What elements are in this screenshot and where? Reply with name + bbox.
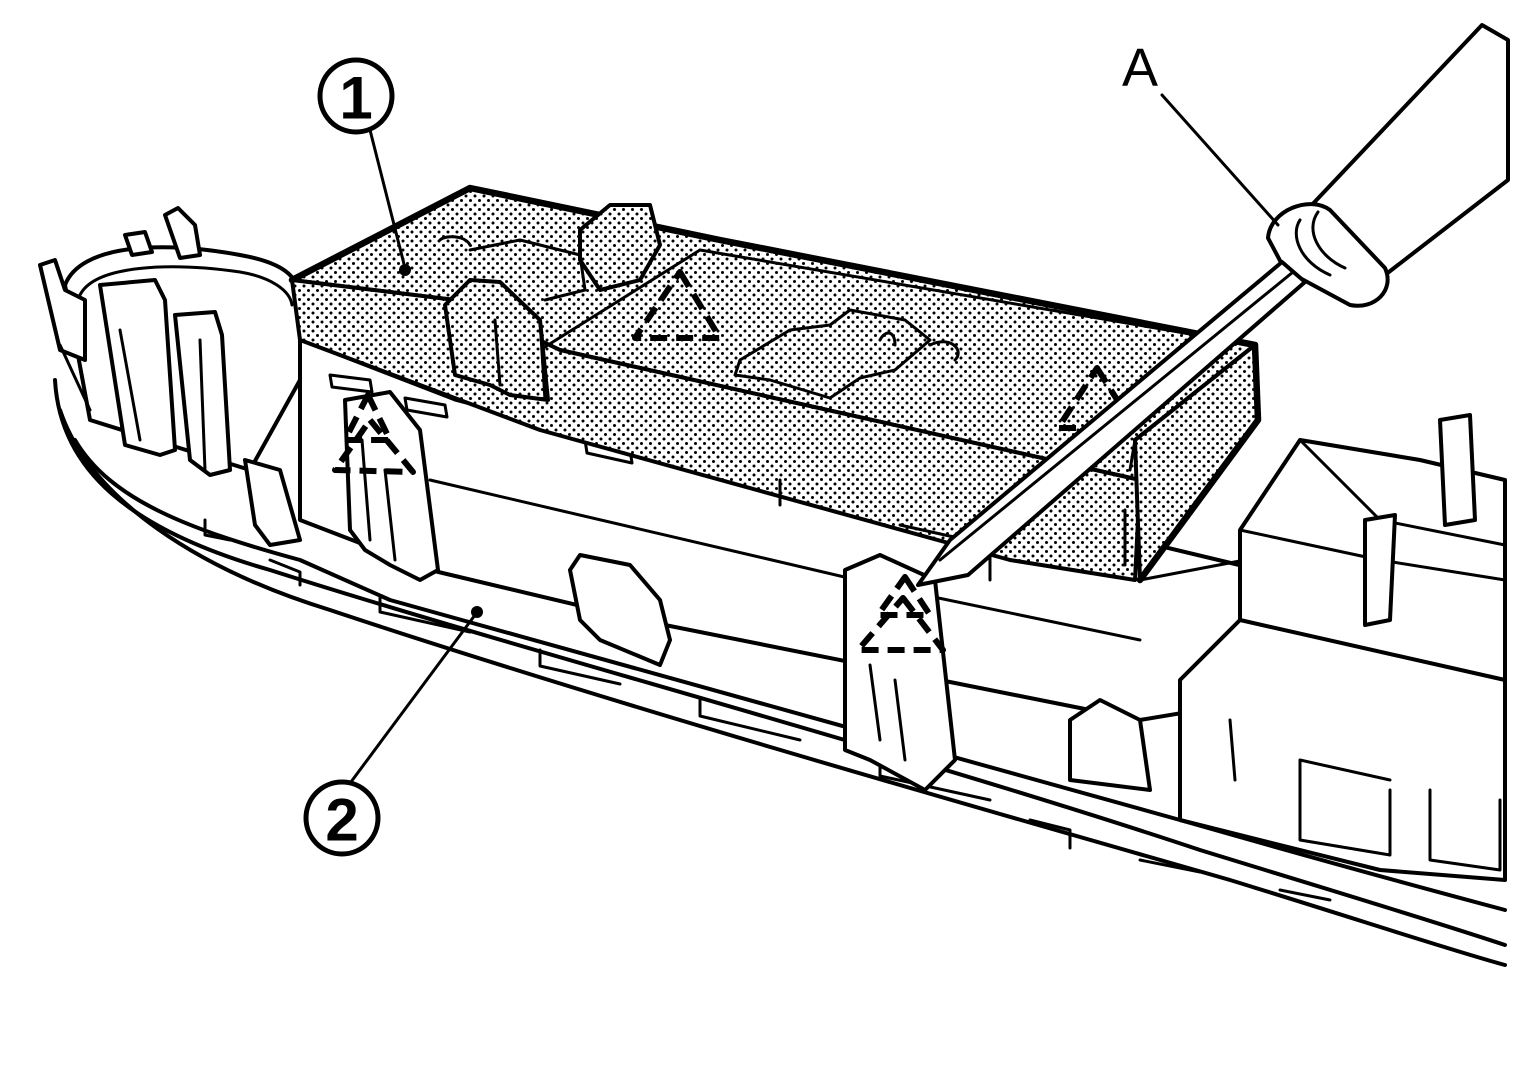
callout-2-ring bbox=[303, 779, 381, 857]
left-tab-3 bbox=[123, 230, 154, 257]
callout-leaders bbox=[343, 93, 1280, 792]
tool-ferrule-ring bbox=[1294, 210, 1347, 277]
leader-2-dot bbox=[471, 606, 483, 618]
leader-1-dot bbox=[399, 264, 411, 276]
callout-2-number: 2 bbox=[325, 787, 358, 854]
module-edge bbox=[493, 318, 547, 402]
wall-slot-2 bbox=[403, 396, 449, 419]
right-bracket-assembly bbox=[1178, 413, 1507, 882]
housing-panel bbox=[53, 338, 1507, 967]
component-raised-detail-3 bbox=[878, 331, 960, 362]
panel-inner-edge bbox=[73, 438, 1507, 912]
left-bracket-assembly bbox=[38, 206, 302, 547]
flat-blade-tool bbox=[916, 23, 1510, 587]
clip-marker-6 bbox=[855, 595, 946, 653]
callout-1-ring bbox=[317, 57, 395, 135]
tool-shaft-edge bbox=[938, 270, 1295, 562]
clip-tab-left-slit bbox=[360, 438, 397, 562]
leader-A bbox=[1160, 93, 1280, 227]
panel-bottom-edge bbox=[58, 408, 1507, 967]
right-lower-cells bbox=[1228, 718, 1502, 872]
clip-marker-3 bbox=[632, 269, 723, 341]
panel-notch-line bbox=[203, 518, 1332, 902]
label-A-text: A bbox=[1122, 38, 1158, 98]
clip-tab-left bbox=[343, 390, 440, 582]
callout-2: 2 bbox=[303, 779, 381, 857]
wall-slot-1 bbox=[328, 373, 374, 394]
callout-1-number: 1 bbox=[339, 65, 372, 132]
dotted-component bbox=[288, 184, 1262, 584]
left-tab-2 bbox=[163, 206, 202, 260]
leader-2 bbox=[343, 613, 477, 792]
component-raised-detail-1 bbox=[438, 235, 587, 302]
component-raised-detail-2 bbox=[733, 308, 932, 400]
clip-markers bbox=[332, 269, 1138, 653]
clip-marker-5 bbox=[875, 574, 933, 618]
tool-ferrule bbox=[1266, 202, 1390, 308]
clip-tab-right-body bbox=[843, 553, 957, 792]
left-tab-1 bbox=[38, 258, 87, 362]
label-A: A bbox=[1122, 38, 1158, 98]
component-outline bbox=[288, 184, 1262, 584]
clip-tab-right bbox=[843, 553, 957, 792]
clip-tab-right-slit bbox=[868, 663, 907, 762]
clip-marker-2 bbox=[332, 417, 416, 475]
left-post-1 bbox=[98, 278, 177, 457]
callout-1: 1 bbox=[317, 57, 395, 135]
component-connector bbox=[578, 203, 662, 292]
holder-front-tab bbox=[568, 553, 672, 667]
component-top-inner bbox=[538, 248, 1257, 472]
clip-marker-1 bbox=[342, 392, 393, 443]
left-rib bbox=[58, 328, 207, 472]
leader-1 bbox=[368, 128, 407, 270]
left-collar-rim bbox=[78, 265, 294, 307]
right-lower-base bbox=[1178, 618, 1507, 882]
right-upright bbox=[1438, 413, 1477, 527]
holder-side-block bbox=[1068, 698, 1152, 792]
left-post-3 bbox=[243, 458, 302, 547]
right-latch bbox=[1363, 513, 1397, 627]
